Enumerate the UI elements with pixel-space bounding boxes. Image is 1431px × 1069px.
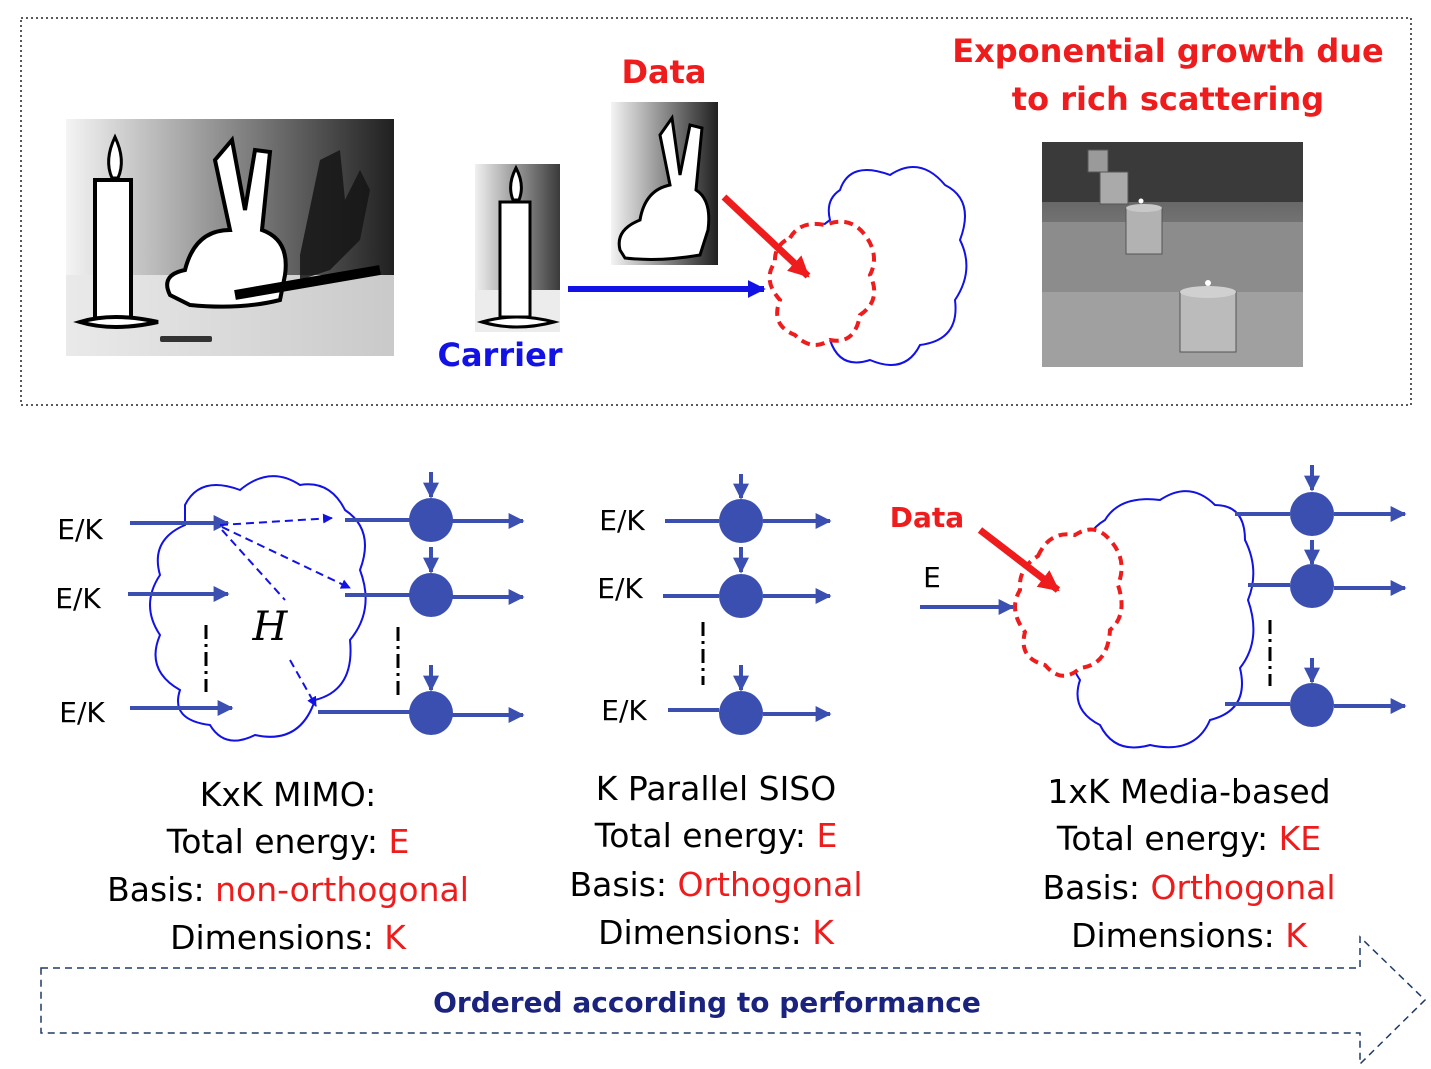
growth-title-line2: to rich scattering [1012, 80, 1324, 118]
mimo-ellipsis [204, 625, 400, 700]
mimo-input-arrows [128, 515, 234, 716]
performance-order-label: Ordered according to performance [433, 986, 981, 1019]
media-caption-basis: Basis: Orthogonal [1042, 868, 1335, 907]
growth-title-line1: Exponential growth due [952, 32, 1383, 70]
carrier-label: Carrier [437, 336, 562, 374]
mimo-caption: KxK MIMO: Total energy: E Basis: non-ort… [107, 775, 469, 957]
media-data-arrow [977, 527, 1061, 593]
mimo-input-label-2: E/K [55, 582, 101, 615]
candle-reflections-image [1042, 142, 1303, 367]
siso-input-label-1: E/K [599, 504, 645, 537]
siso-caption-energy: Total energy: E [594, 816, 838, 855]
siso-input-label-2: E/K [597, 572, 643, 605]
media-data-label: Data [890, 501, 964, 534]
mimo-output-arrows [318, 472, 525, 723]
candle-image [475, 164, 560, 332]
siso-caption-title: K Parallel SISO [596, 769, 836, 808]
top-data-label: Data [621, 53, 706, 91]
performance-order-arrow [40, 935, 1427, 1066]
data-cloud-top [767, 219, 877, 347]
media-caption-title: 1xK Media-based [1047, 772, 1330, 811]
siso-arrows [663, 474, 832, 722]
siso-receiver-nodes [719, 499, 763, 735]
mimo-input-label-3: E/K [59, 696, 105, 729]
siso-caption-dimensions: Dimensions: K [598, 913, 835, 952]
mimo-caption-title: KxK MIMO: [200, 775, 377, 814]
siso-caption: K Parallel SISO Total energy: E Basis: O… [569, 769, 862, 952]
media-caption-dimensions: Dimensions: K [1071, 916, 1308, 955]
mimo-caption-basis: Basis: non-orthogonal [107, 870, 469, 909]
mimo-caption-dimensions: Dimensions: K [170, 918, 407, 957]
mimo-input-label-1: E/K [57, 513, 103, 546]
media-caption-energy: Total energy: KE [1056, 819, 1321, 858]
siso-caption-basis: Basis: Orthogonal [569, 865, 862, 904]
mimo-channel-symbol: H [252, 604, 289, 650]
data-arrow-top [721, 194, 811, 279]
media-receiver-nodes [1290, 492, 1334, 727]
media-caption: 1xK Media-based Total energy: KE Basis: … [1042, 772, 1335, 955]
media-data-cloud [1013, 527, 1124, 678]
siso-input-label-3: E/K [601, 694, 647, 727]
mimo-receiver-nodes [409, 498, 453, 735]
mimo-caption-energy: Total energy: E [166, 822, 410, 861]
media-input-label: E [923, 561, 941, 594]
top-panel-border [20, 17, 1412, 406]
media-output-arrows [1225, 465, 1407, 714]
shadow-puppet-image [66, 119, 394, 356]
rabbit-data-image [611, 102, 718, 265]
mimo-coupling-arrows [219, 513, 351, 707]
